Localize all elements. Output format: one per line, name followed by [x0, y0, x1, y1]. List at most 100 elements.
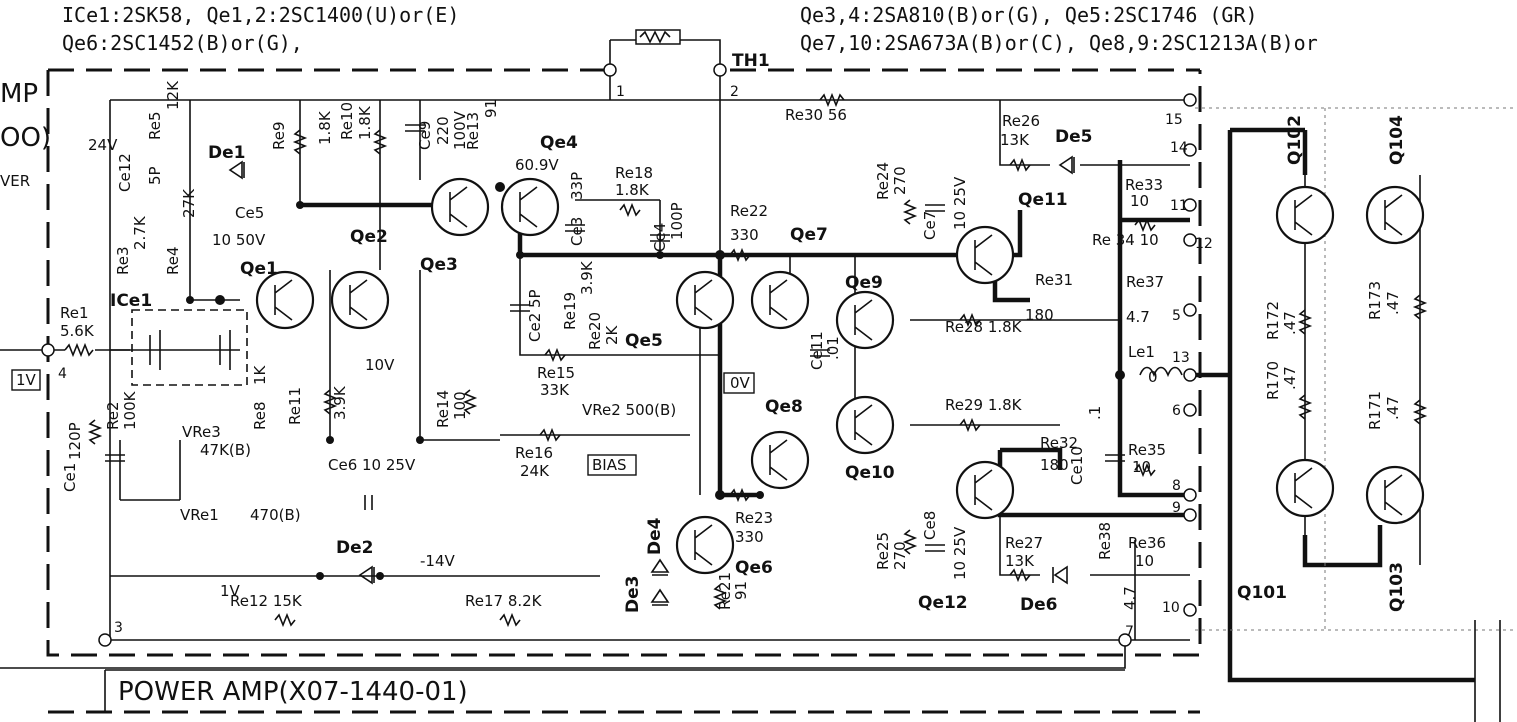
svg-text:13K: 13K — [1005, 552, 1035, 570]
svg-text:Re11: Re11 — [286, 387, 304, 425]
qe6-label: Qe6 — [735, 558, 773, 578]
qe4-label: Qe4 — [540, 133, 578, 153]
svg-text:0: 0 — [1148, 368, 1158, 386]
transistor-qe3 — [430, 177, 490, 237]
transistor-qe11 — [955, 225, 1015, 285]
svg-text:Re5: Re5 — [146, 111, 164, 140]
wire-bottom — [0, 640, 1126, 669]
transistor-qe10 — [835, 395, 895, 455]
svg-text:6: 6 — [1172, 403, 1181, 419]
svg-text:100P: 100P — [668, 202, 686, 240]
svg-text:Re20: Re20 — [586, 312, 604, 350]
svg-text:330: 330 — [730, 226, 759, 244]
svg-text:10: 10 — [1130, 192, 1149, 210]
svg-text:.01: .01 — [824, 336, 842, 360]
transistor-q102 — [1275, 185, 1335, 245]
board-outline — [46, 68, 1202, 714]
svg-text:Re1: Re1 — [60, 304, 89, 322]
svg-text:7: 7 — [1125, 624, 1134, 640]
left-edge-text-1: MP — [0, 79, 38, 109]
svg-text:Le1: Le1 — [1128, 343, 1155, 361]
svg-text:12K: 12K — [164, 80, 182, 110]
wire-de5 — [999, 100, 1190, 166]
svg-text:180: 180 — [1025, 306, 1054, 324]
th1-label: TH1 — [732, 51, 770, 71]
svg-text:Re26: Re26 — [1002, 112, 1040, 130]
wire-collectors — [299, 100, 421, 270]
q101-label: Q101 — [1237, 583, 1287, 603]
svg-text:60.9V: 60.9V — [515, 156, 559, 174]
svg-text:.1: .1 — [1086, 406, 1104, 420]
wire-ce4 — [575, 199, 661, 255]
transistor-q101 — [1275, 458, 1335, 518]
pin-numbers: 1 2 3 4 5 6 7 8 9 10 11 12 13 14 15 — [58, 84, 1213, 640]
svg-text:VRe3: VRe3 — [182, 423, 221, 441]
svg-text:Ce9: Ce9 — [416, 121, 434, 150]
svg-text:100K: 100K — [121, 390, 139, 430]
svg-text:Re38: Re38 — [1096, 522, 1114, 560]
svg-text:Ce4: Ce4 — [651, 223, 669, 252]
svg-text:10: 10 — [1162, 600, 1180, 616]
transistor-qe9 — [835, 290, 895, 350]
qe9-label: Qe9 — [845, 273, 883, 293]
svg-text:Re33: Re33 — [1125, 176, 1163, 194]
svg-text:Ce10: Ce10 — [1068, 446, 1086, 485]
svg-text:91: 91 — [732, 581, 750, 600]
svg-text:.47: .47 — [1384, 291, 1402, 315]
heavy-wire-9 — [1302, 130, 1383, 568]
svg-text:.47: .47 — [1281, 366, 1299, 390]
svg-text:BIAS: BIAS — [592, 456, 627, 474]
thermistor-th1: TH1 — [609, 29, 770, 71]
connector-pins — [41, 63, 1197, 647]
svg-text:100: 100 — [451, 391, 469, 420]
q104-label: Q104 — [1387, 115, 1407, 165]
svg-text:8: 8 — [1172, 478, 1181, 494]
capacitor-plates — [105, 124, 1125, 552]
svg-text:Re36: Re36 — [1128, 534, 1166, 552]
inductor-le1 — [1139, 366, 1183, 378]
svg-text:VRe1: VRe1 — [180, 506, 219, 524]
svg-text:Re3: Re3 — [114, 246, 132, 275]
svg-text:.47: .47 — [1281, 311, 1299, 335]
svg-text:5: 5 — [1172, 308, 1181, 324]
svg-text:12: 12 — [1195, 236, 1213, 252]
svg-text:0V: 0V — [730, 374, 751, 392]
svg-text:180: 180 — [1040, 456, 1069, 474]
svg-text:Re31: Re31 — [1035, 271, 1073, 289]
svg-text:3.9K: 3.9K — [331, 385, 349, 420]
svg-text:Ce8: Ce8 — [921, 511, 939, 540]
svg-text:Re30 56: Re30 56 — [785, 106, 847, 124]
svg-text:33K: 33K — [540, 381, 570, 399]
wire-ce1 — [119, 440, 181, 501]
component-labels: Re1 5.6K Re2 100K Re3 2.7K Re4 27K Re5 1… — [60, 80, 1402, 615]
right-wires — [1474, 620, 1501, 722]
svg-text:14: 14 — [1170, 140, 1188, 156]
svg-text:Re25: Re25 — [874, 532, 892, 570]
bias-box — [587, 454, 637, 476]
svg-text:24K: 24K — [520, 462, 550, 480]
header-line1-left: ICe1:2SK58, Qe1,2:2SC1400(U)or(E) — [62, 3, 459, 27]
transistor-q103 — [1365, 465, 1425, 525]
svg-text:10 25V: 10 25V — [951, 176, 969, 230]
svg-text:10: 10 — [1135, 552, 1154, 570]
svg-text:Ce2 5P: Ce2 5P — [526, 289, 544, 342]
wire-de6 — [999, 515, 1190, 576]
resistor-zigzags — [64, 92, 1428, 628]
qe3-label: Qe3 — [420, 255, 458, 275]
svg-text:4.7: 4.7 — [1121, 586, 1139, 610]
transistor-qe6 — [675, 515, 735, 575]
qe10-label: Qe10 — [845, 463, 895, 483]
q102-label: Q102 — [1285, 115, 1305, 165]
svg-text:220: 220 — [434, 116, 452, 145]
svg-text:10V: 10V — [365, 356, 395, 374]
svg-text:9: 9 — [1172, 500, 1181, 516]
svg-text:De3: De3 — [623, 576, 643, 613]
svg-text:De1: De1 — [208, 143, 245, 163]
svg-text:Re27: Re27 — [1005, 534, 1043, 552]
svg-text:Ce7: Ce7 — [921, 211, 939, 240]
svg-text:R171: R171 — [1366, 391, 1384, 430]
svg-text:Re16: Re16 — [515, 444, 553, 462]
qe2-label: Qe2 — [350, 227, 388, 247]
svg-text:Re14: Re14 — [434, 390, 452, 428]
voltage-labels: 24V 60.9V 10V 0V 1V -14V 1V BIAS — [16, 136, 751, 600]
